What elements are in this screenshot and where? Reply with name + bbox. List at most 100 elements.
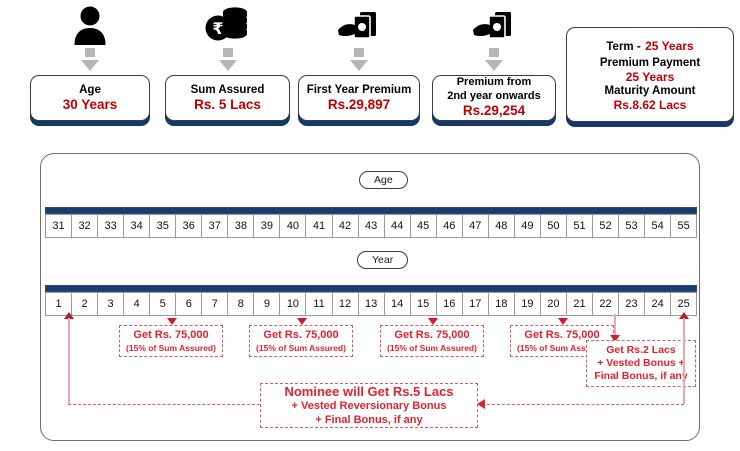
payout-subtitle: (15% of Sum Assured)	[126, 342, 216, 353]
year-cell-2: 2	[72, 292, 99, 316]
year-cell-5: 5	[150, 292, 177, 316]
cash-hand-icon	[336, 0, 382, 46]
card-renewal-premium-label2: 2nd year onwards	[447, 89, 541, 102]
payout-title: Get Rs. 75,000	[263, 329, 339, 341]
card-sum-assured: ₹ Sum Assured Rs. 5 Lacs	[165, 0, 290, 121]
maturity-amount-label: Maturity Amount	[604, 85, 696, 98]
maturity-line-3: Final Bonus, if any	[594, 370, 688, 383]
age-cell-44: 44	[384, 214, 411, 238]
down-arrow-icon	[218, 46, 237, 71]
age-pill-label: Age	[359, 171, 408, 189]
card-first-year-premium-value: Rs.29,897	[327, 96, 391, 112]
nominee-line-3: + Final Bonus, if any	[315, 413, 423, 426]
down-arrow-icon	[81, 46, 99, 71]
nominee-line-1: Nominee will Get Rs.5 Lacs	[284, 383, 454, 399]
age-cell-52: 52	[592, 214, 620, 238]
age-cell-33: 33	[98, 214, 125, 238]
payout-arrow-year-15	[428, 318, 438, 325]
maturity-line-2: + Vested Bonus +	[597, 357, 685, 370]
maturity-amount-value: Rs.8.62 Lacs	[613, 98, 687, 113]
payout-title: Get Rs. 75,000	[133, 329, 209, 341]
age-cell-43: 43	[358, 214, 385, 238]
card-sum-assured-body: Sum Assured Rs. 5 Lacs	[165, 75, 290, 121]
nominee-callout: Nominee will Get Rs.5 Lacs + Vested Reve…	[260, 383, 478, 428]
age-cell-31: 31	[45, 214, 73, 238]
payout-subtitle: (15% of Sum Assured)	[256, 342, 346, 353]
card-renewal-premium-body: Premium from 2nd year onwards Rs.29,254	[432, 75, 556, 121]
age-cell-36: 36	[176, 214, 203, 238]
maturity-arrow-year-23	[610, 335, 620, 342]
year-cell-4: 4	[124, 292, 151, 316]
payout-callout-year-10: Get Rs. 75,000 (15% of Sum Assured)	[249, 325, 353, 358]
card-first-year-premium-label: First Year Premium	[306, 83, 412, 96]
payout-arrow-year-10	[297, 318, 307, 325]
year-cell-12: 12	[332, 292, 359, 316]
year-cell-21: 21	[566, 292, 593, 316]
year-cell-6: 6	[176, 292, 203, 316]
age-cell-50: 50	[540, 214, 567, 238]
payout-title: Get Rs. 75,000	[524, 329, 600, 341]
year-cell-18: 18	[488, 292, 515, 316]
year-timeline-bar	[45, 285, 697, 292]
year-cell-16: 16	[436, 292, 463, 316]
nominee-arrow-head	[477, 399, 485, 409]
cash-hand-icon	[471, 0, 517, 46]
card-first-year-premium: First Year Premium Rs.29,897	[298, 0, 420, 121]
card-sum-assured-label: Sum Assured	[190, 83, 265, 96]
card-sum-assured-value: Rs. 5 Lacs	[194, 96, 261, 112]
year-cell-22: 22	[592, 292, 620, 316]
age-timeline-bar	[45, 207, 697, 214]
year-cell-14: 14	[384, 292, 411, 316]
year-cell-3: 3	[98, 292, 125, 316]
card-age-label: Age	[79, 83, 101, 96]
down-arrow-icon	[485, 46, 503, 71]
age-cell-35: 35	[150, 214, 177, 238]
age-cell-45: 45	[410, 214, 437, 238]
year-cell-20: 20	[540, 292, 567, 316]
payout-subtitle: (15% of Sum Assured)	[517, 342, 607, 353]
age-cell-55: 55	[671, 214, 698, 238]
year-pill-label: Year	[357, 251, 409, 269]
age-cell-41: 41	[306, 214, 333, 238]
age-cell-40: 40	[280, 214, 307, 238]
payout-subtitle: (15% of Sum Assured)	[387, 342, 477, 353]
card-first-year-premium-body: First Year Premium Rs.29,897	[298, 75, 420, 121]
card-age-value: 30 Years	[62, 96, 118, 112]
year-cell-15: 15	[410, 292, 437, 316]
rupee-coins-icon: ₹	[204, 0, 252, 46]
year-cell-7: 7	[202, 292, 229, 316]
card-renewal-premium: Premium from 2nd year onwards Rs.29,254	[432, 0, 556, 121]
premium-payment-value: 25 Years	[625, 69, 675, 84]
year-cell-11: 11	[306, 292, 333, 316]
age-cell-42: 42	[332, 214, 359, 238]
premium-payment-label: Premium Payment	[599, 56, 701, 69]
age-cell-51: 51	[566, 214, 593, 238]
year-1-connector-line	[68, 318, 70, 404]
person-icon	[71, 0, 109, 46]
age-cell-39: 39	[254, 214, 281, 238]
payout-title: Get Rs. 75,000	[394, 329, 470, 341]
age-cell-37: 37	[202, 214, 229, 238]
age-cell-32: 32	[72, 214, 99, 238]
term-label: Term -	[606, 41, 641, 54]
payout-arrow-year-5	[167, 318, 177, 325]
year-25-connector-line	[683, 318, 685, 404]
card-age: Age 30 Years	[30, 0, 150, 121]
nominee-connector-right	[477, 404, 684, 405]
year-1-up-arrow	[64, 312, 74, 319]
year-cell-24: 24	[645, 292, 672, 316]
maturity-line-1: Get Rs.2 Lacs	[606, 344, 676, 356]
age-cell-34: 34	[124, 214, 151, 238]
year-cell-8: 8	[228, 292, 255, 316]
age-cell-53: 53	[619, 214, 646, 238]
term-value: 25 Years	[645, 39, 694, 54]
age-cell-38: 38	[228, 214, 255, 238]
year-cell-17: 17	[462, 292, 489, 316]
year-cell-13: 13	[358, 292, 385, 316]
payout-callout-year-5: Get Rs. 75,000 (15% of Sum Assured)	[119, 325, 223, 358]
